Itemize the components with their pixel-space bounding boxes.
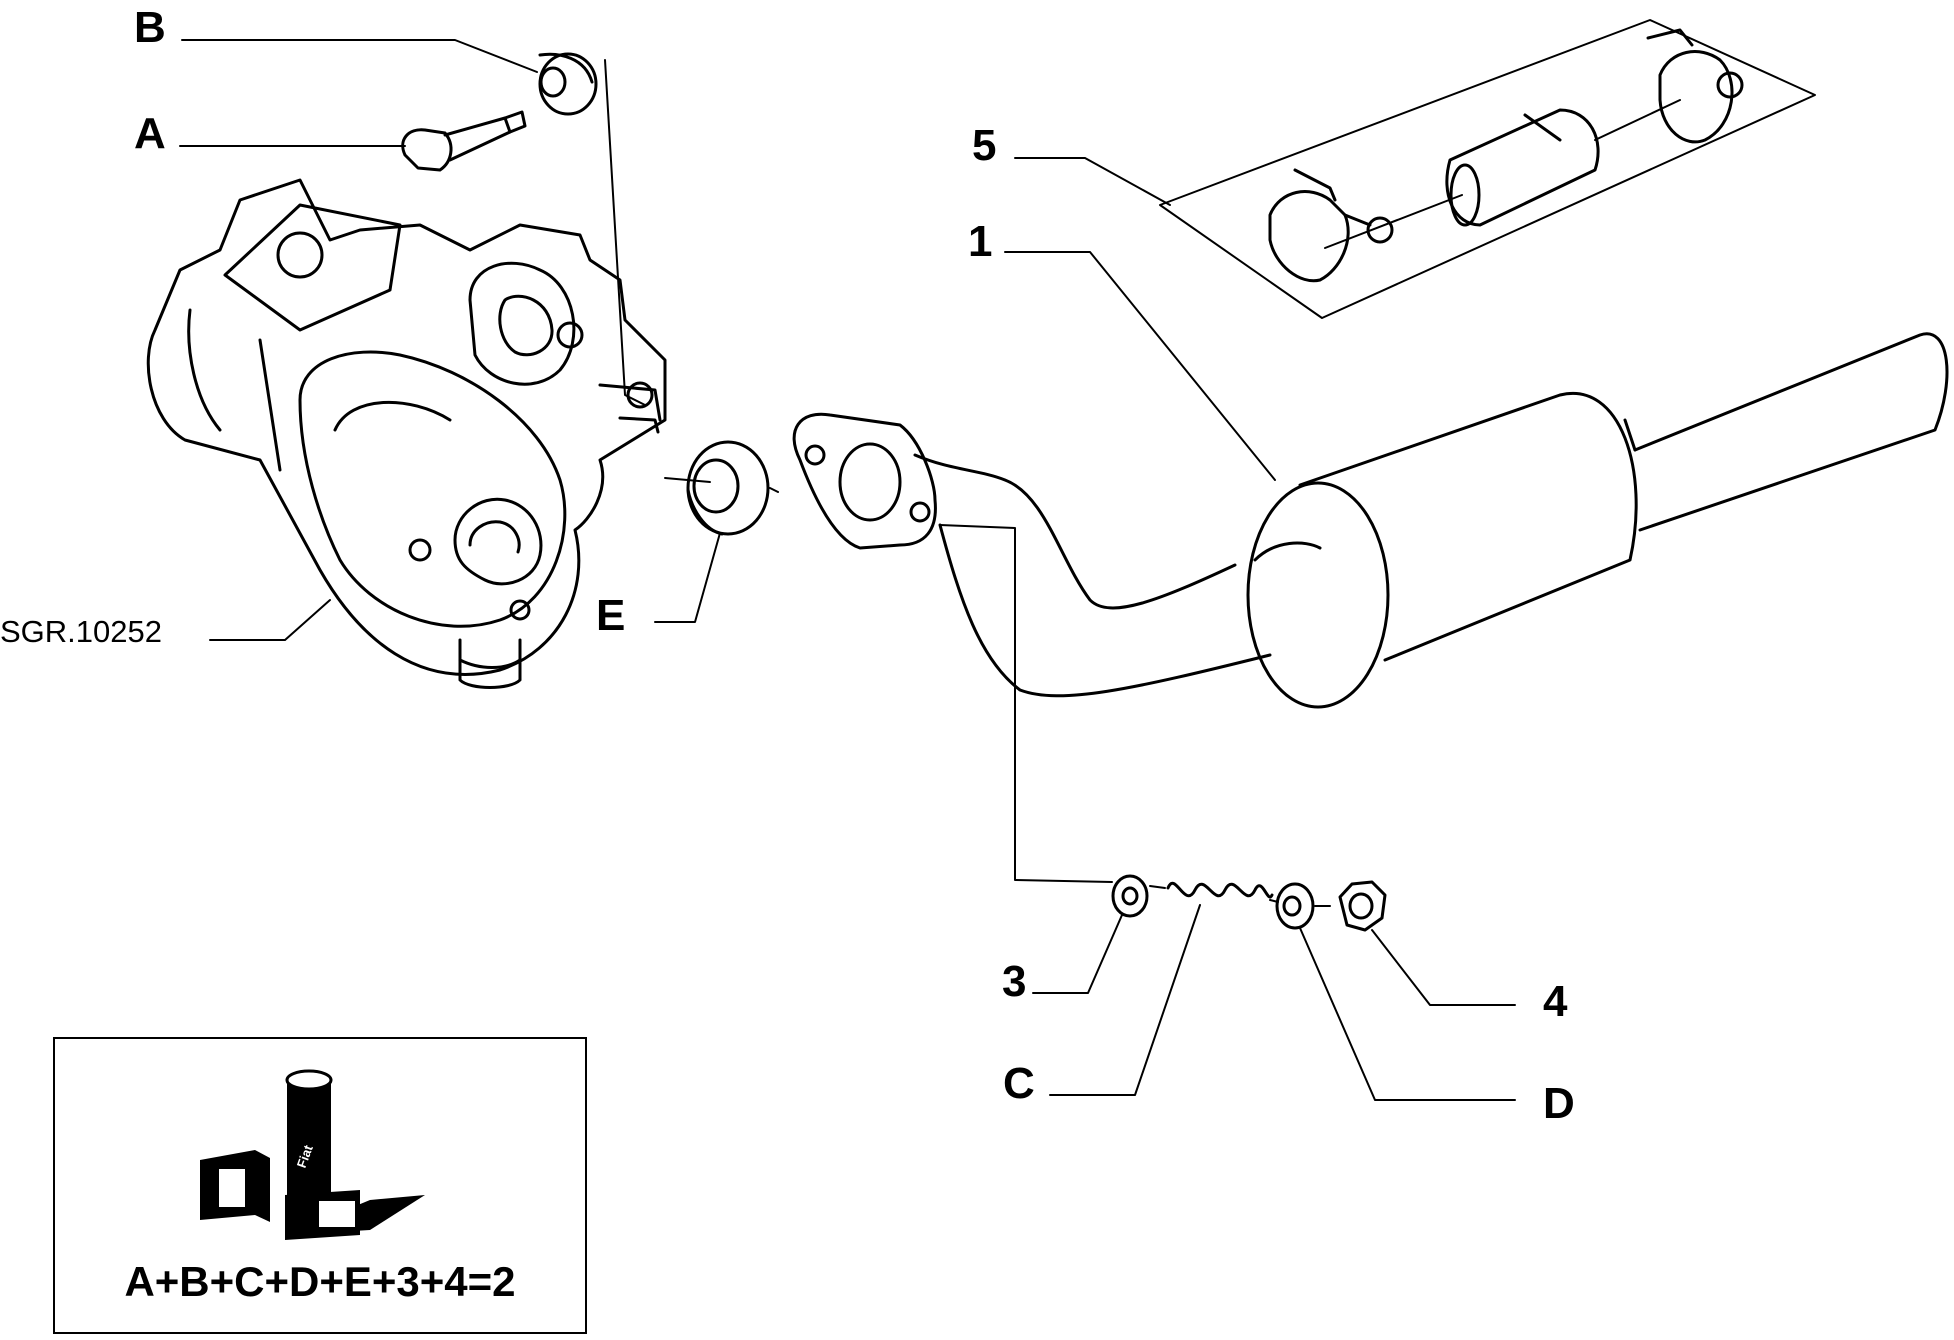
turbocharger (146, 178, 667, 689)
callout-a: A (134, 109, 166, 158)
reference-code: SGR.10252 (0, 614, 162, 649)
gasket-e (664, 440, 779, 536)
nut-4 (1338, 880, 1387, 932)
nut-b (538, 52, 598, 116)
washer-d (1275, 882, 1315, 930)
washer-3 (1111, 874, 1149, 918)
callout-d: D (1543, 1079, 1575, 1128)
spring-c (1166, 881, 1274, 899)
clamp-kit-5 (1159, 19, 1816, 319)
callout-3: 3 (1002, 957, 1027, 1006)
callout-b: B (134, 3, 166, 52)
kit-box: A+B+C+D+E+3+4=2 (53, 1037, 587, 1334)
callout-5: 5 (972, 121, 997, 170)
callout-c: C (1003, 1059, 1035, 1108)
callout-4: 4 (1543, 977, 1568, 1026)
stud-a (401, 110, 527, 172)
stud-guide-line (604, 59, 646, 406)
callout-e: E (596, 591, 626, 640)
catalytic-converter-assembly (792, 332, 1949, 709)
sealant-kit-icon: Fiat (200, 1069, 425, 1240)
callout-1: 1 (968, 217, 993, 266)
fastener-stack (1111, 874, 1387, 932)
leader-lines (179, 39, 1516, 1101)
kit-formula: A+B+C+D+E+3+4=2 (124, 1258, 516, 1305)
